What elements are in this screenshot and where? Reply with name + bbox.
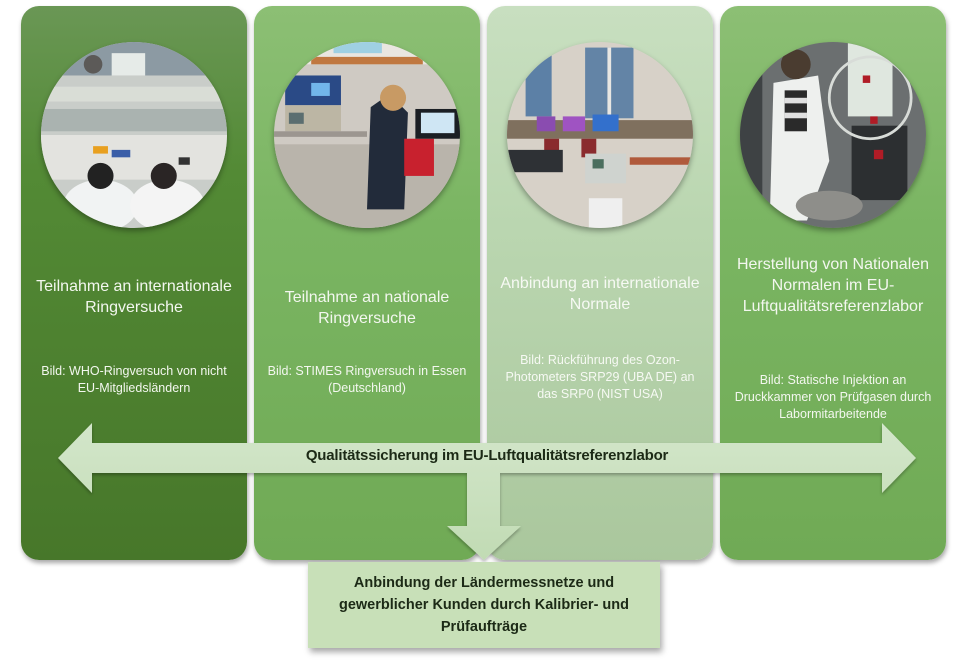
photo-national-ring-test	[274, 42, 460, 228]
card-international-ring-tests: Teilnahme an internationale Ringversuche…	[21, 6, 247, 560]
card-title: Teilnahme an internationale Ringversuche	[36, 278, 232, 316]
card-title: Teilnahme an nationale Ringversuche	[284, 289, 450, 327]
card-international-standards: Anbindung an internationale Normale Bild…	[487, 6, 713, 560]
photo-static-injection	[740, 42, 926, 228]
card-caption: Bild: Rückführung des Ozon-Photometers S…	[505, 353, 695, 401]
card-national-ring-tests: Teilnahme an nationale Ringversuche Bild…	[254, 6, 480, 560]
arrow-label: Qualitätssicherung im EU-Luftqualitätsre…	[305, 447, 669, 464]
card-national-standards: Herstellung von Nationalen Normalen im E…	[720, 6, 946, 560]
card-caption: Bild: STIMES Ringversuch in Essen (Deuts…	[267, 364, 467, 395]
customer-connection-box: Anbindung der Ländermessnetze und gewerb…	[308, 562, 660, 648]
card-title: Anbindung an internationale Normale	[500, 275, 700, 313]
card-caption: Bild: WHO-Ringversuch von nicht EU-Mitgl…	[41, 364, 227, 395]
photo-ozone-photometer	[507, 42, 693, 228]
photo-international-ring-test	[41, 42, 227, 228]
card-title: Herstellung von Nationalen Normalen im E…	[736, 256, 930, 315]
customer-connection-text: Anbindung der Ländermessnetze und gewerb…	[338, 575, 630, 635]
card-caption: Bild: Statische Injektion an Druckkammer…	[734, 373, 932, 421]
